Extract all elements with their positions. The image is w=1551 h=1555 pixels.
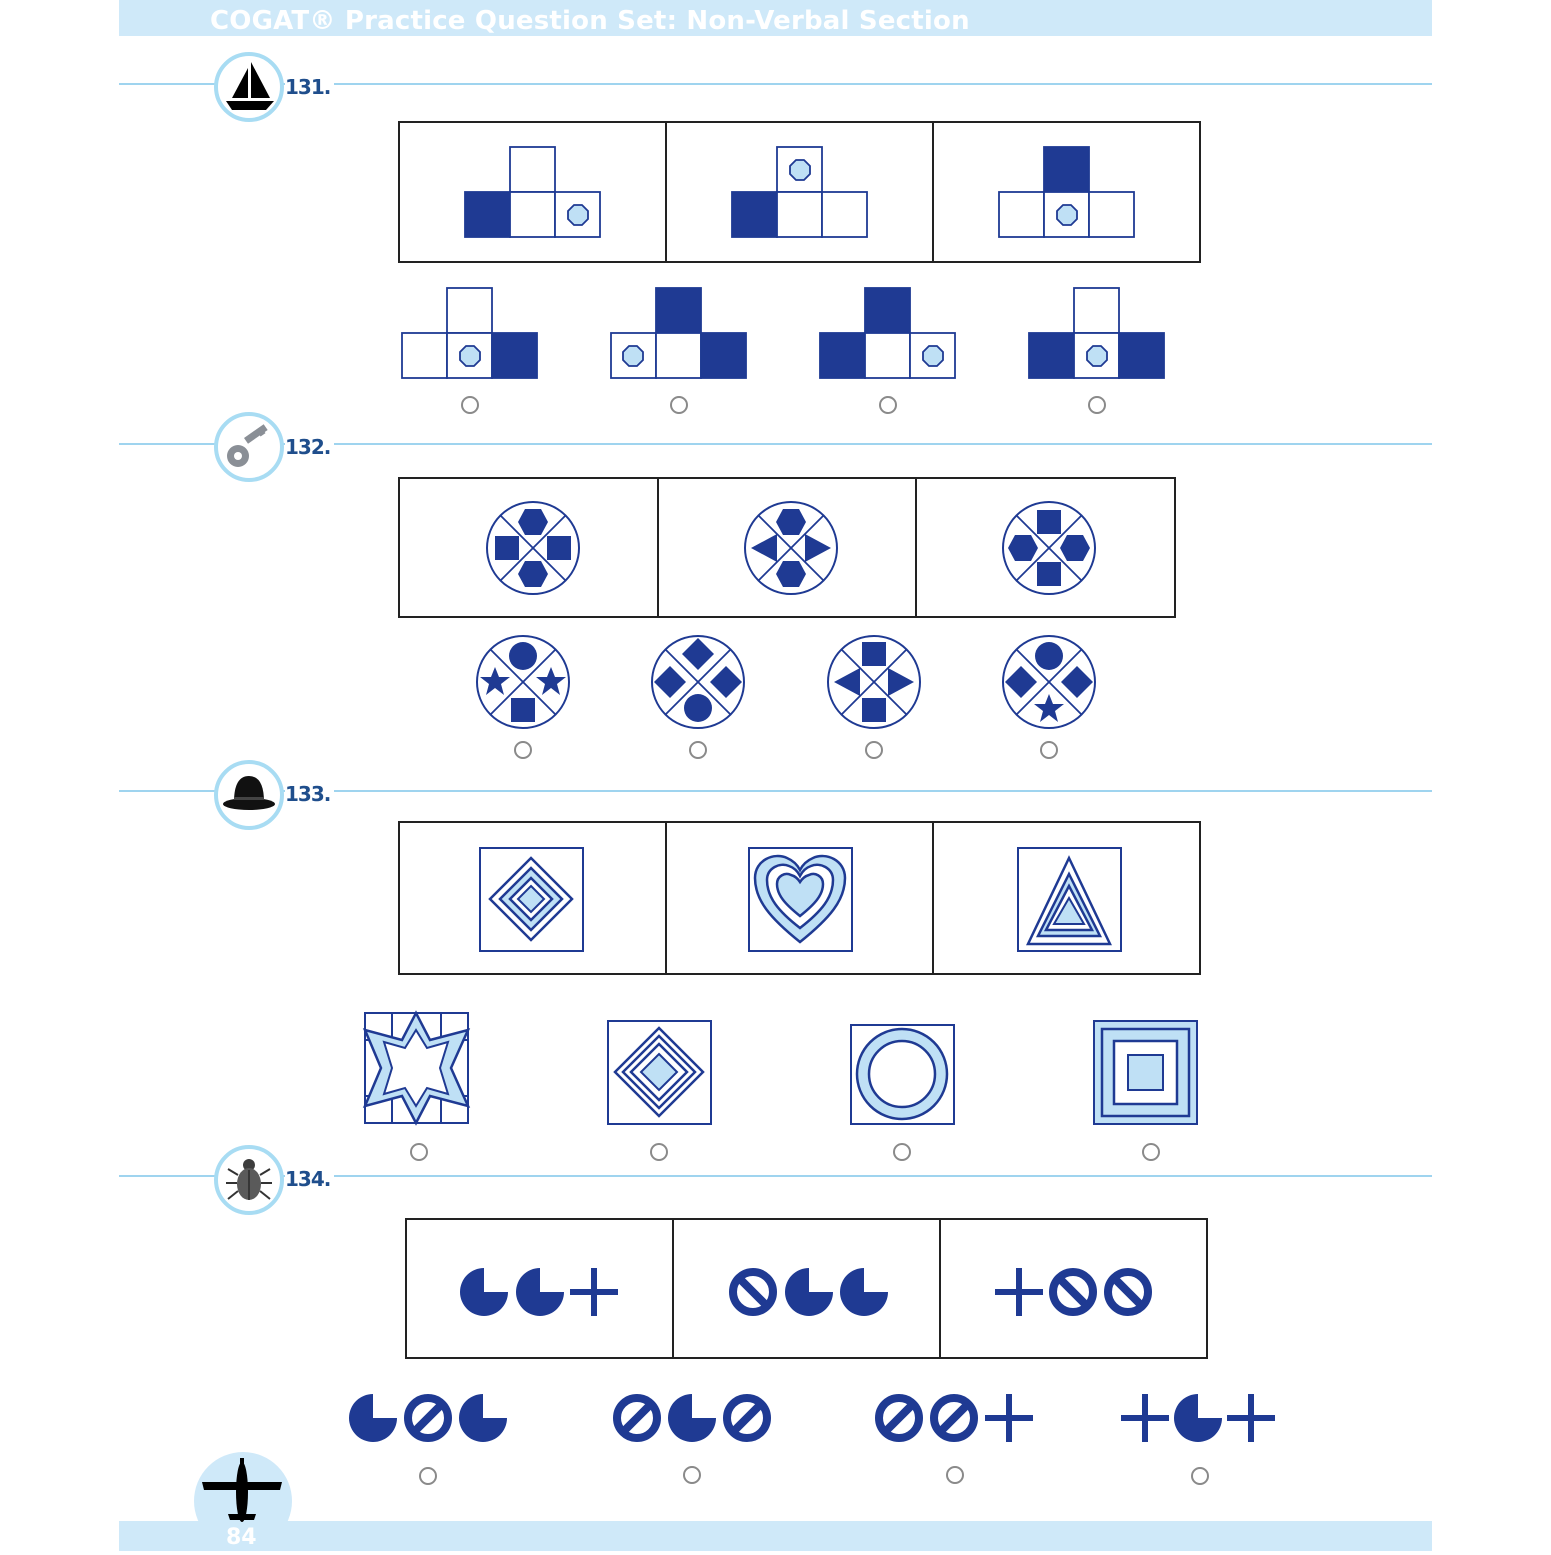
- answer-radio[interactable]: [689, 741, 707, 759]
- footer-badge: [194, 1452, 292, 1550]
- question-134-options: [349, 1394, 1275, 1442]
- answer-radio[interactable]: [514, 741, 532, 759]
- answer-radio[interactable]: [683, 1466, 701, 1484]
- answer-radio[interactable]: [893, 1143, 911, 1161]
- question-133-stimulus: [398, 821, 1201, 975]
- question-number: 134.: [285, 1167, 335, 1191]
- answer-radio[interactable]: [946, 1466, 964, 1484]
- answer-radio[interactable]: [1088, 396, 1106, 414]
- question-number: 133.: [285, 782, 335, 806]
- question-133-options: [362, 1010, 1198, 1126]
- separator-131: [119, 83, 1432, 85]
- airplane-icon: [202, 1458, 282, 1522]
- beetle-icon: [226, 1159, 272, 1200]
- question-badge-132: [214, 412, 284, 482]
- question-badge-133: [214, 760, 284, 830]
- question-131-stimulus: [398, 121, 1201, 263]
- question-131-options: [401, 287, 1165, 379]
- answer-radio[interactable]: [1191, 1467, 1209, 1485]
- question-132-options: [476, 635, 1096, 729]
- separator-134: [119, 1175, 1432, 1177]
- answer-radio[interactable]: [670, 396, 688, 414]
- question-number: 131.: [285, 75, 335, 99]
- question-badge-134: [214, 1145, 284, 1215]
- question-132-stimulus: [398, 477, 1176, 618]
- key-icon: [227, 424, 268, 467]
- page-number: 84: [226, 1525, 257, 1550]
- header-title: COGAT® Practice Question Set: Non-Verbal…: [210, 6, 970, 36]
- answer-radio[interactable]: [865, 741, 883, 759]
- answer-radio[interactable]: [1040, 741, 1058, 759]
- question-number: 132.: [285, 435, 335, 459]
- bowler-hat-icon: [223, 776, 275, 810]
- sailboat-icon: [226, 62, 274, 110]
- question-badge-131: [214, 52, 284, 122]
- footer-band: [119, 1521, 1432, 1551]
- answer-radio[interactable]: [1142, 1143, 1160, 1161]
- separator-132: [119, 443, 1432, 445]
- header-band: [119, 0, 1432, 36]
- answer-radio[interactable]: [410, 1143, 428, 1161]
- answer-radio[interactable]: [461, 396, 479, 414]
- question-134-stimulus: [405, 1218, 1208, 1359]
- answer-radio[interactable]: [419, 1467, 437, 1485]
- separator-133: [119, 790, 1432, 792]
- answer-radio[interactable]: [650, 1143, 668, 1161]
- answer-radio[interactable]: [879, 396, 897, 414]
